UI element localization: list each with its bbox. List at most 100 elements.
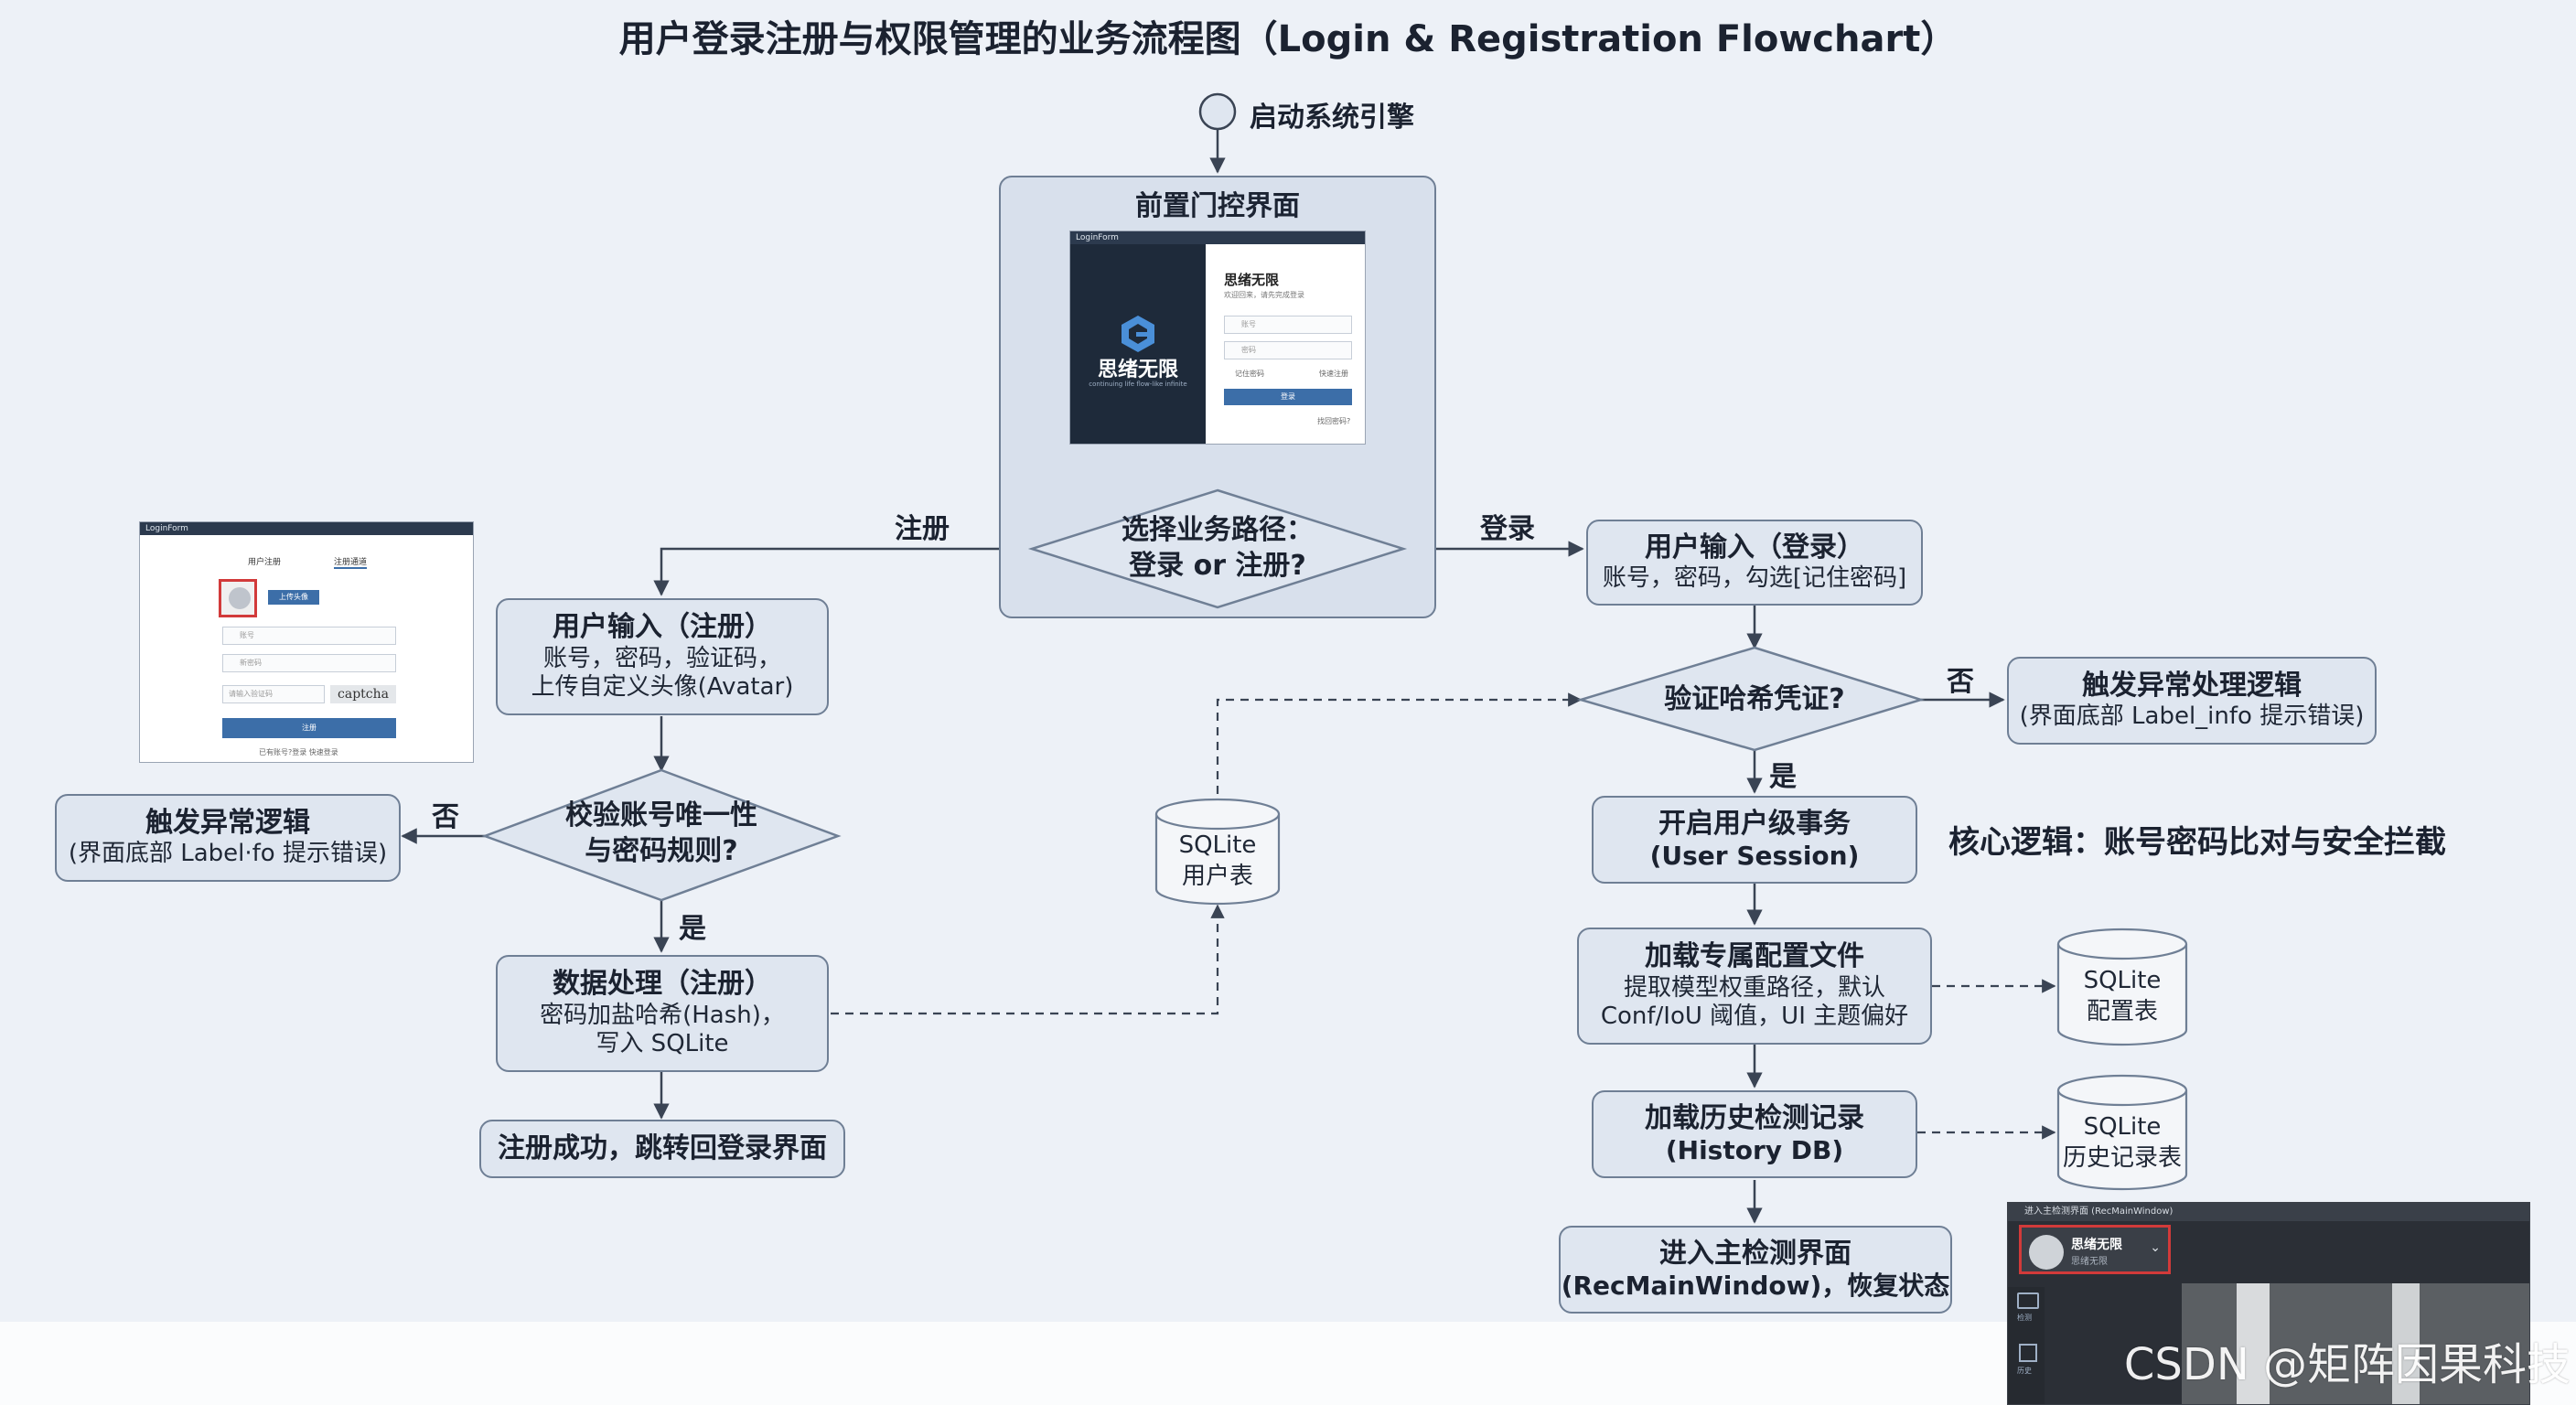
db-users-line-2: 用户表 xyxy=(1181,862,1253,890)
register-input-box: 用户输入（注册） 账号，密码，验证码， 上传自定义头像(Avatar) xyxy=(496,598,829,715)
login-heading: 思绪无限 xyxy=(1224,272,1280,288)
register-no-label: 否 xyxy=(432,801,459,833)
login-brand-name: 思绪无限 xyxy=(1097,359,1178,381)
path-decision-text: 选择业务路径： 登录 or 注册? xyxy=(1067,512,1368,584)
register-username-input[interactable]: 账号 xyxy=(222,627,396,645)
tab-register-user[interactable]: 用户注册 xyxy=(248,558,282,567)
register-process-line-2: 写入 SQLite xyxy=(596,1030,729,1058)
tab-register-channel[interactable]: 注册通道 xyxy=(334,555,368,569)
db-users-line-1: SQLite xyxy=(1178,831,1257,859)
avatar-upload-preview[interactable] xyxy=(219,579,257,617)
db-config-label: SQLite 配置表 xyxy=(2058,966,2186,1028)
sidebar-item-detect[interactable]: 检测 xyxy=(2017,1314,2032,1322)
login-error-box: 触发异常处理逻辑 (界面底部 Label_info 提示错误) xyxy=(2007,657,2377,745)
login-form-mock: LoginForm 思绪无限 continuing life flow-like… xyxy=(1069,231,1366,445)
login-input-box: 用户输入（登录） 账号，密码，勾选[记住密码] xyxy=(1586,520,1923,606)
register-input-line-2: 上传自定义头像(Avatar) xyxy=(531,673,794,702)
register-yes-label: 是 xyxy=(679,913,706,945)
verify-yes-label: 是 xyxy=(1769,761,1797,793)
page-title: 用户登录注册与权限管理的业务流程图（Login & Registration F… xyxy=(618,18,1958,60)
user-name: 思绪无限 xyxy=(2071,1238,2122,1252)
register-footer-link[interactable]: 已有账号?登录 快速登录 xyxy=(259,748,338,756)
register-success-box: 注册成功，跳转回登录界面 xyxy=(479,1120,845,1178)
path-decision-line-1: 选择业务路径： xyxy=(1122,514,1314,546)
db-users-label: SQLite 用户表 xyxy=(1156,831,1279,893)
edge-db-to-verify xyxy=(1216,692,1583,794)
db-config-line-2: 配置表 xyxy=(2086,997,2158,1025)
brand-logo-icon xyxy=(1122,316,1154,352)
chevron-down-icon[interactable]: ⌄ xyxy=(2150,1240,2161,1255)
register-process-title: 数据处理（注册） xyxy=(553,967,772,1000)
user-profile-card[interactable]: 思绪无限 思绪无限 ⌄ xyxy=(2019,1225,2171,1274)
avatar-icon xyxy=(229,587,251,609)
register-form-mock: LoginForm 用户注册 注册通道 上传头像 账号 新密码 请输入验证码 c… xyxy=(139,521,474,763)
edge-process-to-db xyxy=(831,904,1225,1015)
watermark: CSDN @矩阵因果科技 xyxy=(2123,1339,2571,1390)
verify-hash-text: 验证哈希凭证? xyxy=(1664,683,1845,715)
register-input-title: 用户输入（注册） xyxy=(553,610,772,643)
login-password-input[interactable]: 密码 xyxy=(1224,341,1352,359)
preview-pillar xyxy=(2237,1283,2270,1404)
verify-no-label: 否 xyxy=(1947,666,1974,698)
captcha-image[interactable]: captcha xyxy=(330,685,396,703)
session-title: 开启用户级事务 xyxy=(1658,807,1851,840)
avatar xyxy=(2029,1235,2064,1270)
login-branch-label: 登录 xyxy=(1480,513,1535,545)
config-title: 加载专属配置文件 xyxy=(1645,939,1864,972)
main-window-titlebar: 进入主检测界面 (RecMainWindow) xyxy=(2008,1203,2529,1221)
session-box: 开启用户级事务 (User Session) xyxy=(1592,796,1917,884)
upload-avatar-button[interactable]: 上传头像 xyxy=(268,590,319,605)
login-button[interactable]: 登录 xyxy=(1224,389,1352,405)
db-config-line-1: SQLite xyxy=(2083,967,2162,994)
login-error-title: 触发异常处理逻辑 xyxy=(2082,669,2302,702)
main-window-box: 进入主检测界面 (RecMainWindow)，恢复状态 xyxy=(1559,1226,1952,1314)
login-footer-link[interactable]: 找回密码? xyxy=(1317,417,1351,425)
core-logic-note: 核心逻辑：账号密码比对与安全拦截 xyxy=(1948,824,2446,861)
preview-pillar xyxy=(2392,1283,2420,1404)
db-history-line-1: SQLite xyxy=(2083,1113,2162,1141)
main-window-mock: 进入主检测界面 (RecMainWindow) 思绪无限 思绪无限 ⌄ 检测 历… xyxy=(2007,1202,2530,1405)
register-password-input[interactable]: 新密码 xyxy=(222,654,396,672)
register-check-line-2: 与密码规则? xyxy=(585,835,738,867)
register-process-line-1: 密码加盐哈希(Hash)， xyxy=(540,1001,785,1029)
history-title: 加载历史检测记录 xyxy=(1645,1101,1864,1134)
start-label: 启动系统引擎 xyxy=(1250,102,1414,134)
captcha-input[interactable]: 请输入验证码 xyxy=(222,685,325,703)
start-node xyxy=(1198,92,1237,131)
login-subheading: 欢迎回来，请先完成登录 xyxy=(1224,291,1304,299)
register-error-title: 触发异常逻辑 xyxy=(145,806,310,839)
register-error-line: (界面底部 Label·fo 提示错误) xyxy=(68,840,388,868)
register-form-titlebar: LoginForm xyxy=(140,522,473,535)
login-error-line: (界面底部 Label_info 提示错误) xyxy=(2019,702,2365,731)
db-history-line-2: 历史记录表 xyxy=(2062,1143,2182,1172)
register-branch-label: 注册 xyxy=(895,513,950,545)
detection-preview xyxy=(2182,1283,2529,1404)
edge-register-branch xyxy=(653,547,1032,596)
config-line-1: 提取模型权重路径，默认 xyxy=(1623,973,1885,1002)
user-subtitle: 思绪无限 xyxy=(2071,1257,2108,1267)
login-input-title: 用户输入（登录） xyxy=(1645,531,1864,563)
path-decision-line-2: 登录 or 注册? xyxy=(1129,550,1306,582)
register-submit-button[interactable]: 注册 xyxy=(222,718,396,738)
main-window-line: (RecMainWindow)，恢复状态 xyxy=(1561,1271,1950,1302)
remember-checkbox[interactable]: 记住密码 xyxy=(1235,370,1264,378)
sidebar-item-history[interactable]: 历史 xyxy=(2017,1367,2032,1375)
register-link[interactable]: 快速注册 xyxy=(1319,370,1348,378)
history-line: (History DB) xyxy=(1665,1135,1844,1166)
gate-title: 前置门控界面 xyxy=(1135,190,1300,222)
register-check-text: 校验账号唯一性 与密码规则? xyxy=(518,798,805,869)
login-input-line: 账号，密码，勾选[记住密码] xyxy=(1602,564,1907,593)
login-form-titlebar: LoginForm xyxy=(1070,231,1365,244)
config-box: 加载专属配置文件 提取模型权重路径，默认 Conf/IoU 阈值，UI 主题偏好 xyxy=(1577,928,1932,1045)
register-success-text: 注册成功，跳转回登录界面 xyxy=(498,1132,827,1164)
register-process-box: 数据处理（注册） 密码加盐哈希(Hash)， 写入 SQLite xyxy=(496,955,829,1072)
register-error-box: 触发异常逻辑 (界面底部 Label·fo 提示错误) xyxy=(55,794,401,882)
db-history-label: SQLite 历史记录表 xyxy=(2055,1112,2190,1174)
monitor-icon[interactable] xyxy=(2017,1292,2039,1309)
session-line: (User Session) xyxy=(1649,841,1860,872)
login-username-input[interactable]: 账号 xyxy=(1224,316,1352,334)
main-window-title: 进入主检测界面 xyxy=(1659,1237,1852,1270)
history-icon[interactable] xyxy=(2019,1344,2037,1362)
config-line-2: Conf/IoU 阈值，UI 主题偏好 xyxy=(1600,1003,1909,1031)
